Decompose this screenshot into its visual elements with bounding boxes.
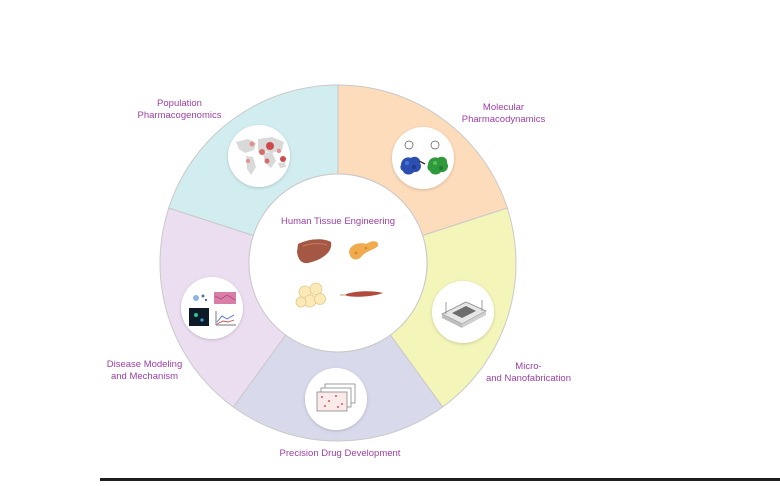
label-fabrication-line2: and Nanofabrication xyxy=(485,372,572,384)
label-molecular-line2: Pharmacodynamics xyxy=(461,113,546,125)
label-population-line1: Population xyxy=(157,98,202,109)
center-disc xyxy=(248,173,428,353)
label-molecular-line1: Molecular xyxy=(482,102,525,113)
liver-icon xyxy=(297,239,332,264)
label-fabrication-line1: Micro- xyxy=(515,361,542,372)
label-disease-line1: Disease Modeling xyxy=(106,359,183,370)
label-drug-development: Precision Drug Development xyxy=(255,448,425,460)
label-molecular: Molecular Pharmacodynamics xyxy=(436,102,571,125)
pancreas-icon xyxy=(349,241,379,260)
imaging-data-panels-icon xyxy=(181,277,243,339)
adipose-tissue-icon xyxy=(295,282,326,308)
label-population-line2: Pharmacogenomics xyxy=(137,109,222,121)
label-drug-line1: Precision Drug Development xyxy=(279,448,401,459)
label-population: Population Pharmacogenomics xyxy=(112,98,247,121)
label-fabrication: Micro- and Nanofabrication xyxy=(466,361,591,384)
screening-plates-icon xyxy=(305,368,367,430)
label-disease-modeling: Disease Modeling and Mechanism xyxy=(82,359,207,382)
protein-structures-icon xyxy=(392,127,454,189)
world-map-icon xyxy=(228,125,290,187)
center-title: Human Tissue Engineering xyxy=(280,216,396,227)
bottom-edge-bar xyxy=(100,478,780,481)
microfluidic-chip-icon xyxy=(432,281,494,343)
muscle-fiber-icon xyxy=(340,291,383,297)
label-disease-line2: and Mechanism xyxy=(110,370,179,382)
